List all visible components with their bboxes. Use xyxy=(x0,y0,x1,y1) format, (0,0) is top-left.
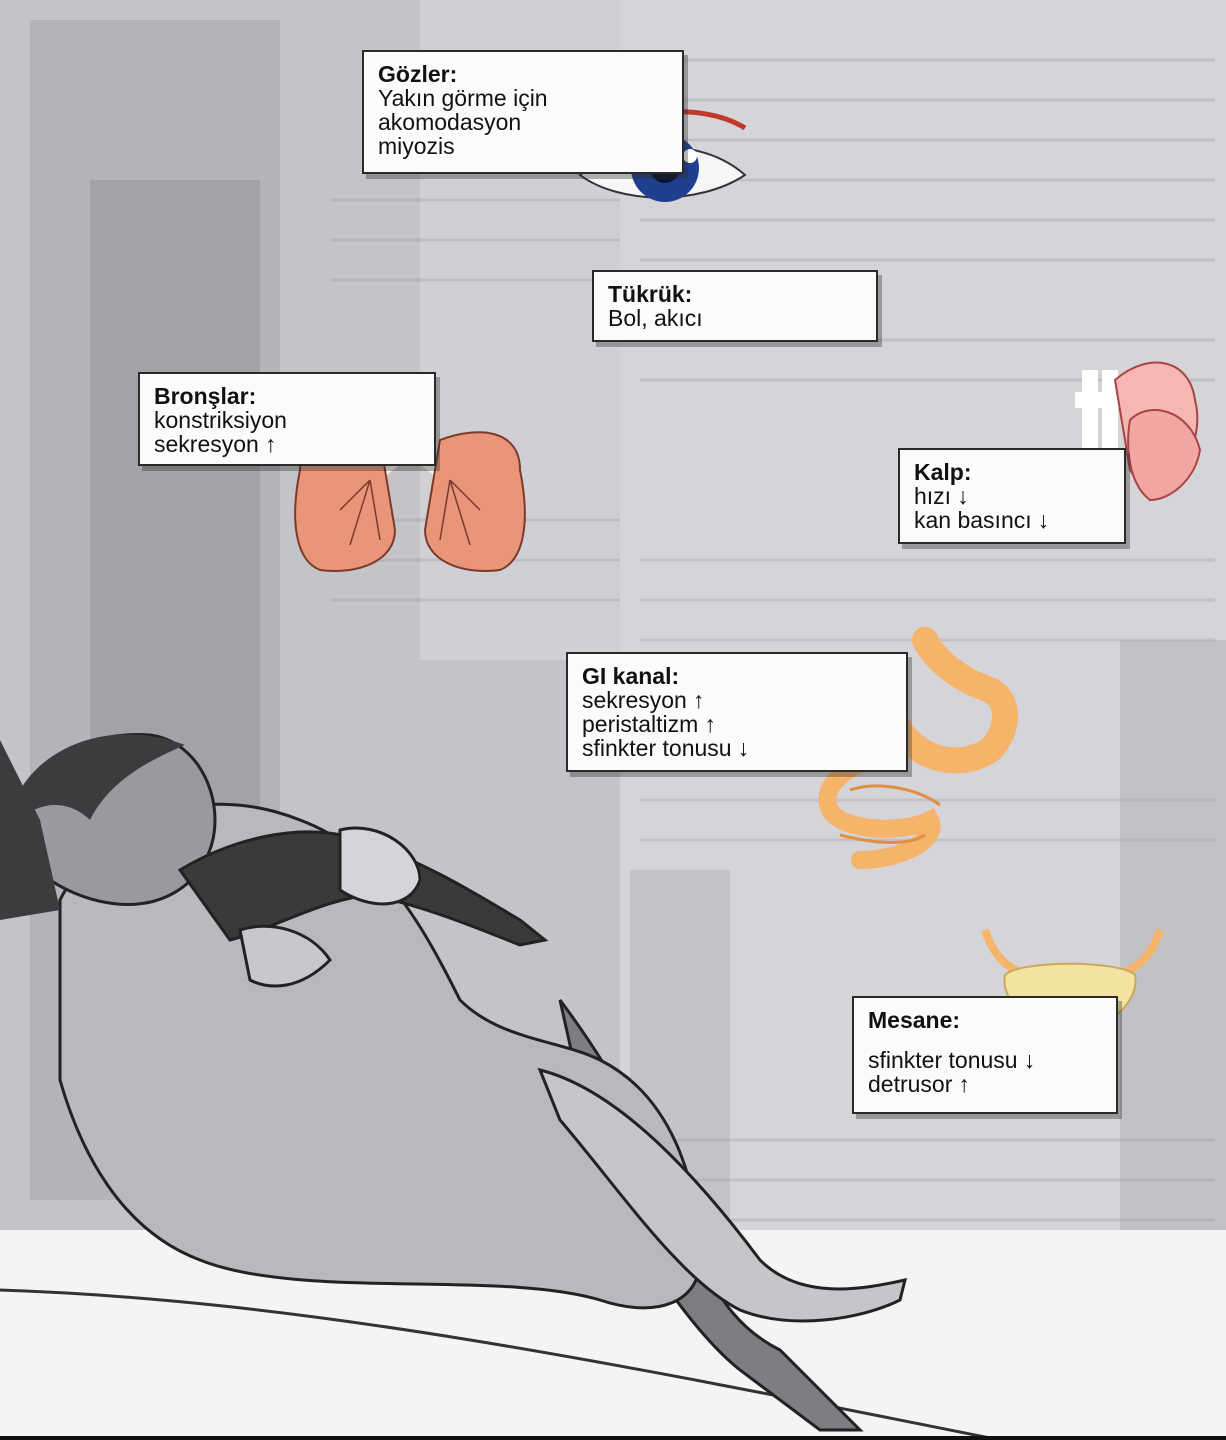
arrow-up-icon: ↑ xyxy=(693,688,705,712)
callout-heart-line-2: kan basıncı xyxy=(914,507,1032,533)
arrow-up-icon: ↑ xyxy=(704,712,716,736)
callout-eyes-line-3: miyozis xyxy=(378,134,668,158)
callout-bronchi-line-1: konstriksiyon xyxy=(154,408,420,432)
arrow-up-icon: ↑ xyxy=(958,1072,970,1096)
callout-gi-line-1: sekresyon xyxy=(582,687,687,713)
callout-saliva: Tükrük: Bol, akıcı xyxy=(592,270,878,342)
callout-eyes-line-1: Yakın görme için xyxy=(378,86,668,110)
callout-bronchi-line-2: sekresyon xyxy=(154,431,259,457)
callout-heart-title: Kalp: xyxy=(914,460,1110,484)
callout-bronchi-title: Bronşlar: xyxy=(154,384,420,408)
callout-bladder-line-2: detrusor xyxy=(868,1071,952,1097)
callout-bronchi: Bronşlar: konstriksiyon sekresyon↑ xyxy=(138,372,436,466)
callout-bladder: Mesane: sfinkter tonusu↓ detrusor↑ xyxy=(852,996,1118,1114)
arrow-up-icon: ↑ xyxy=(265,432,277,456)
callout-saliva-line-1: Bol, akıcı xyxy=(608,306,862,330)
callout-gi-line-3: sfinkter tonusu xyxy=(582,735,732,761)
callout-eyes-title: Gözler: xyxy=(378,62,668,86)
callout-gi-line-2: peristaltizm xyxy=(582,711,698,737)
callout-eyes: Gözler: Yakın görme için akomodasyon miy… xyxy=(362,50,684,174)
arrow-down-icon: ↓ xyxy=(1024,1048,1036,1072)
callout-heart-line-1: hızı xyxy=(914,483,951,509)
callout-gi: GI kanal: sekresyon↑ peristaltizm↑ sfink… xyxy=(566,652,908,772)
arrow-down-icon: ↓ xyxy=(957,484,969,508)
callout-bladder-title: Mesane: xyxy=(868,1008,1102,1032)
arrow-down-icon: ↓ xyxy=(1038,508,1050,532)
callout-eyes-line-2: akomodasyon xyxy=(378,110,668,134)
callout-heart: Kalp: hızı↓ kan basıncı↓ xyxy=(898,448,1126,544)
callout-gi-title: GI kanal: xyxy=(582,664,892,688)
callout-bladder-line-1: sfinkter tonusu xyxy=(868,1047,1018,1073)
arrow-down-icon: ↓ xyxy=(738,736,750,760)
callout-saliva-title: Tükrük: xyxy=(608,282,862,306)
